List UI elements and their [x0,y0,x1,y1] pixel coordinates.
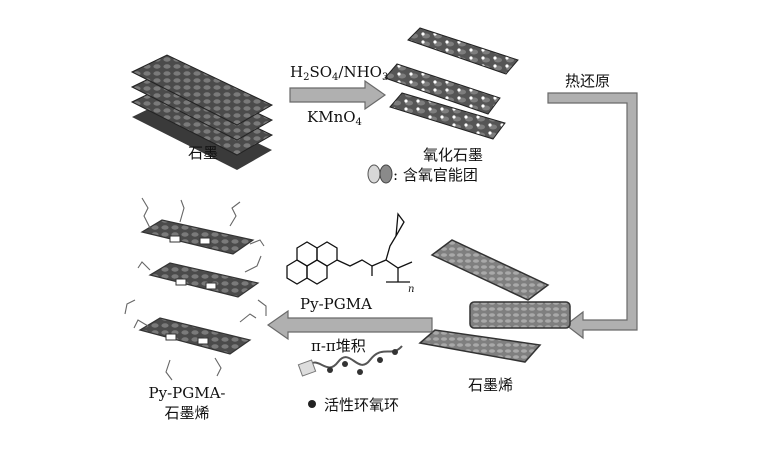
epoxy-legend: 活性环氧环 [324,396,400,414]
graphene-oxide-label: 氧化石墨 [423,146,484,164]
oxygen-groups-legend: : 含氧官能团 [393,166,478,184]
product-label-line2: 石墨烯 [164,404,210,422]
polymer-label: Py-PGMA [300,295,372,313]
oxidation-reagent-bottom: KMnO4 [307,108,362,128]
epoxy-ring-icon [308,400,316,408]
graphene-label: 石墨烯 [468,376,514,394]
graphene-oxide-sheets-icon [384,27,519,140]
oxidation-reagent-top: H2SO4/NHO3 [290,63,389,83]
stacking-arrow [266,309,433,341]
thermal-reduction-label: 热还原 [565,72,611,90]
stacking-label: π-π堆积 [311,337,366,355]
thermal-reduction-arrow [547,92,638,340]
graphite-stack-icon [130,54,274,170]
py-pgma-structure-icon [286,212,413,285]
product-label-line1: Py-PGMA- [148,384,226,402]
functionalized-graphene-stack-icon [124,197,267,381]
oxidation-arrow [289,79,387,111]
polymer-chain-icon [297,345,403,377]
oxygen-group-icon [367,164,393,184]
polymer-repeat-subscript: n [408,284,415,295]
graphite-label: 石墨 [188,144,219,162]
graphene-sheets-icon [418,239,571,363]
